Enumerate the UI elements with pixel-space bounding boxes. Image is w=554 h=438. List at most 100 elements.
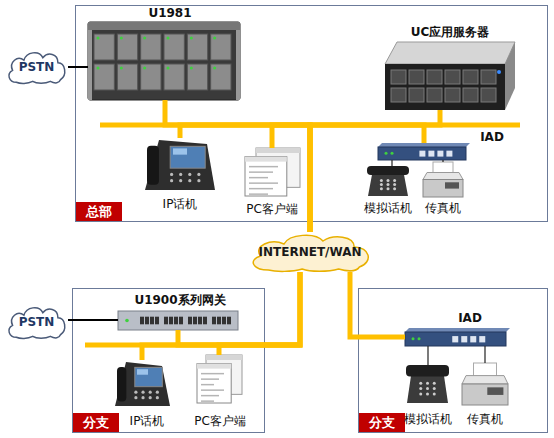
iad-art xyxy=(405,328,510,346)
network-label: PSTN xyxy=(5,50,68,84)
phone-key xyxy=(419,392,422,395)
window-text-line xyxy=(201,373,224,375)
drive-bay xyxy=(463,88,478,102)
drive-bay xyxy=(391,70,406,84)
iad-port xyxy=(428,151,434,157)
server-side xyxy=(505,42,515,110)
phone-key xyxy=(179,173,182,176)
phone-key xyxy=(380,183,383,186)
window-text-line xyxy=(249,166,278,168)
gateway-body xyxy=(118,311,238,330)
pcwin-art xyxy=(245,148,300,196)
phone-screen xyxy=(170,146,205,168)
fax-panel xyxy=(487,387,503,395)
drive-bay xyxy=(481,88,496,102)
phone-key xyxy=(419,387,422,390)
phone-handset xyxy=(406,365,449,376)
fax-art xyxy=(462,363,508,405)
iad-top xyxy=(378,143,470,147)
phone-key xyxy=(426,392,429,395)
status-led xyxy=(497,70,501,74)
fax-art xyxy=(423,162,463,197)
network-link xyxy=(350,272,405,337)
gateway-port xyxy=(212,317,216,325)
phone-screen xyxy=(135,367,163,386)
iad-port xyxy=(470,336,476,342)
fax-body xyxy=(423,180,463,198)
chassis-card xyxy=(211,34,231,60)
lan-bus xyxy=(85,343,300,348)
device-label: U1981 xyxy=(148,6,191,20)
gateway-port xyxy=(169,317,173,325)
phone-key xyxy=(426,387,429,390)
status-led xyxy=(167,37,170,40)
chassis-card xyxy=(141,34,161,60)
fax-body xyxy=(462,384,508,405)
chassis-card xyxy=(187,34,207,60)
phone-key xyxy=(188,179,191,182)
network-link xyxy=(272,125,310,232)
client-window xyxy=(197,364,231,403)
window-text-line xyxy=(249,171,273,173)
pc-client: PC客户端 xyxy=(245,148,300,196)
iad-port xyxy=(446,151,452,157)
chassis-ear xyxy=(236,30,240,100)
iad-port xyxy=(479,336,485,342)
window-text-line xyxy=(201,384,214,386)
window-bar xyxy=(206,355,242,360)
device-label: 传真机 xyxy=(425,201,461,215)
device-label: UC应用服务器 xyxy=(411,25,490,39)
phone-key xyxy=(141,391,144,394)
phone-key xyxy=(387,187,390,190)
aphone-art xyxy=(405,365,450,403)
window-text-line xyxy=(201,395,219,397)
status-led xyxy=(213,67,216,70)
phone-key xyxy=(393,179,396,182)
drive-bay xyxy=(445,88,460,102)
chassis-ear xyxy=(88,30,92,100)
phone-cord xyxy=(484,346,485,363)
ip-phone: IP话机 xyxy=(145,138,215,190)
phone-key xyxy=(188,173,191,176)
lan-bus xyxy=(100,123,520,128)
window-text-line xyxy=(201,378,219,380)
phone-key xyxy=(433,392,436,395)
phone-body xyxy=(145,140,215,190)
site-box: 总部U1981UC应用服务器IP话机PC客户端IAD模拟话机传真机 xyxy=(75,5,548,222)
status-led xyxy=(412,337,415,340)
device-label: IP话机 xyxy=(130,414,165,428)
pcwin-art xyxy=(197,355,242,403)
device-label: PC客户端 xyxy=(194,414,246,428)
aphone-art xyxy=(366,166,410,196)
phone-key xyxy=(426,382,429,385)
chassis-card xyxy=(117,64,137,90)
gateway-port xyxy=(140,317,144,325)
network-link xyxy=(180,125,310,232)
status-led xyxy=(120,37,123,40)
status-led xyxy=(190,37,193,40)
gateway-port xyxy=(179,317,183,325)
window-text-line xyxy=(201,389,224,391)
ipphone-art xyxy=(145,138,215,190)
phone-key xyxy=(170,179,173,182)
phone-key xyxy=(433,382,436,385)
gateway-port xyxy=(203,317,207,325)
device-label: 模拟话机 xyxy=(404,412,452,426)
site-box: 分支U1900系列网关IP话机PC客户端 xyxy=(72,288,265,433)
status-led xyxy=(418,337,421,340)
iad-port xyxy=(419,151,425,157)
phone-key xyxy=(149,396,152,399)
network-label: INTERNET/WAN xyxy=(245,232,375,272)
trunk-line xyxy=(68,66,88,68)
network-link xyxy=(178,272,300,345)
phone-screen-glare xyxy=(173,148,187,154)
network-link xyxy=(310,110,440,232)
window-bar xyxy=(245,157,287,162)
device-label: IP话机 xyxy=(163,197,198,211)
status-led xyxy=(143,67,146,70)
network-label: PSTN xyxy=(5,305,68,339)
phone-key xyxy=(197,173,200,176)
window-bar xyxy=(197,364,231,369)
ip-phone: IP话机 xyxy=(115,360,170,406)
device-label: U1900系列网关 xyxy=(134,293,225,307)
